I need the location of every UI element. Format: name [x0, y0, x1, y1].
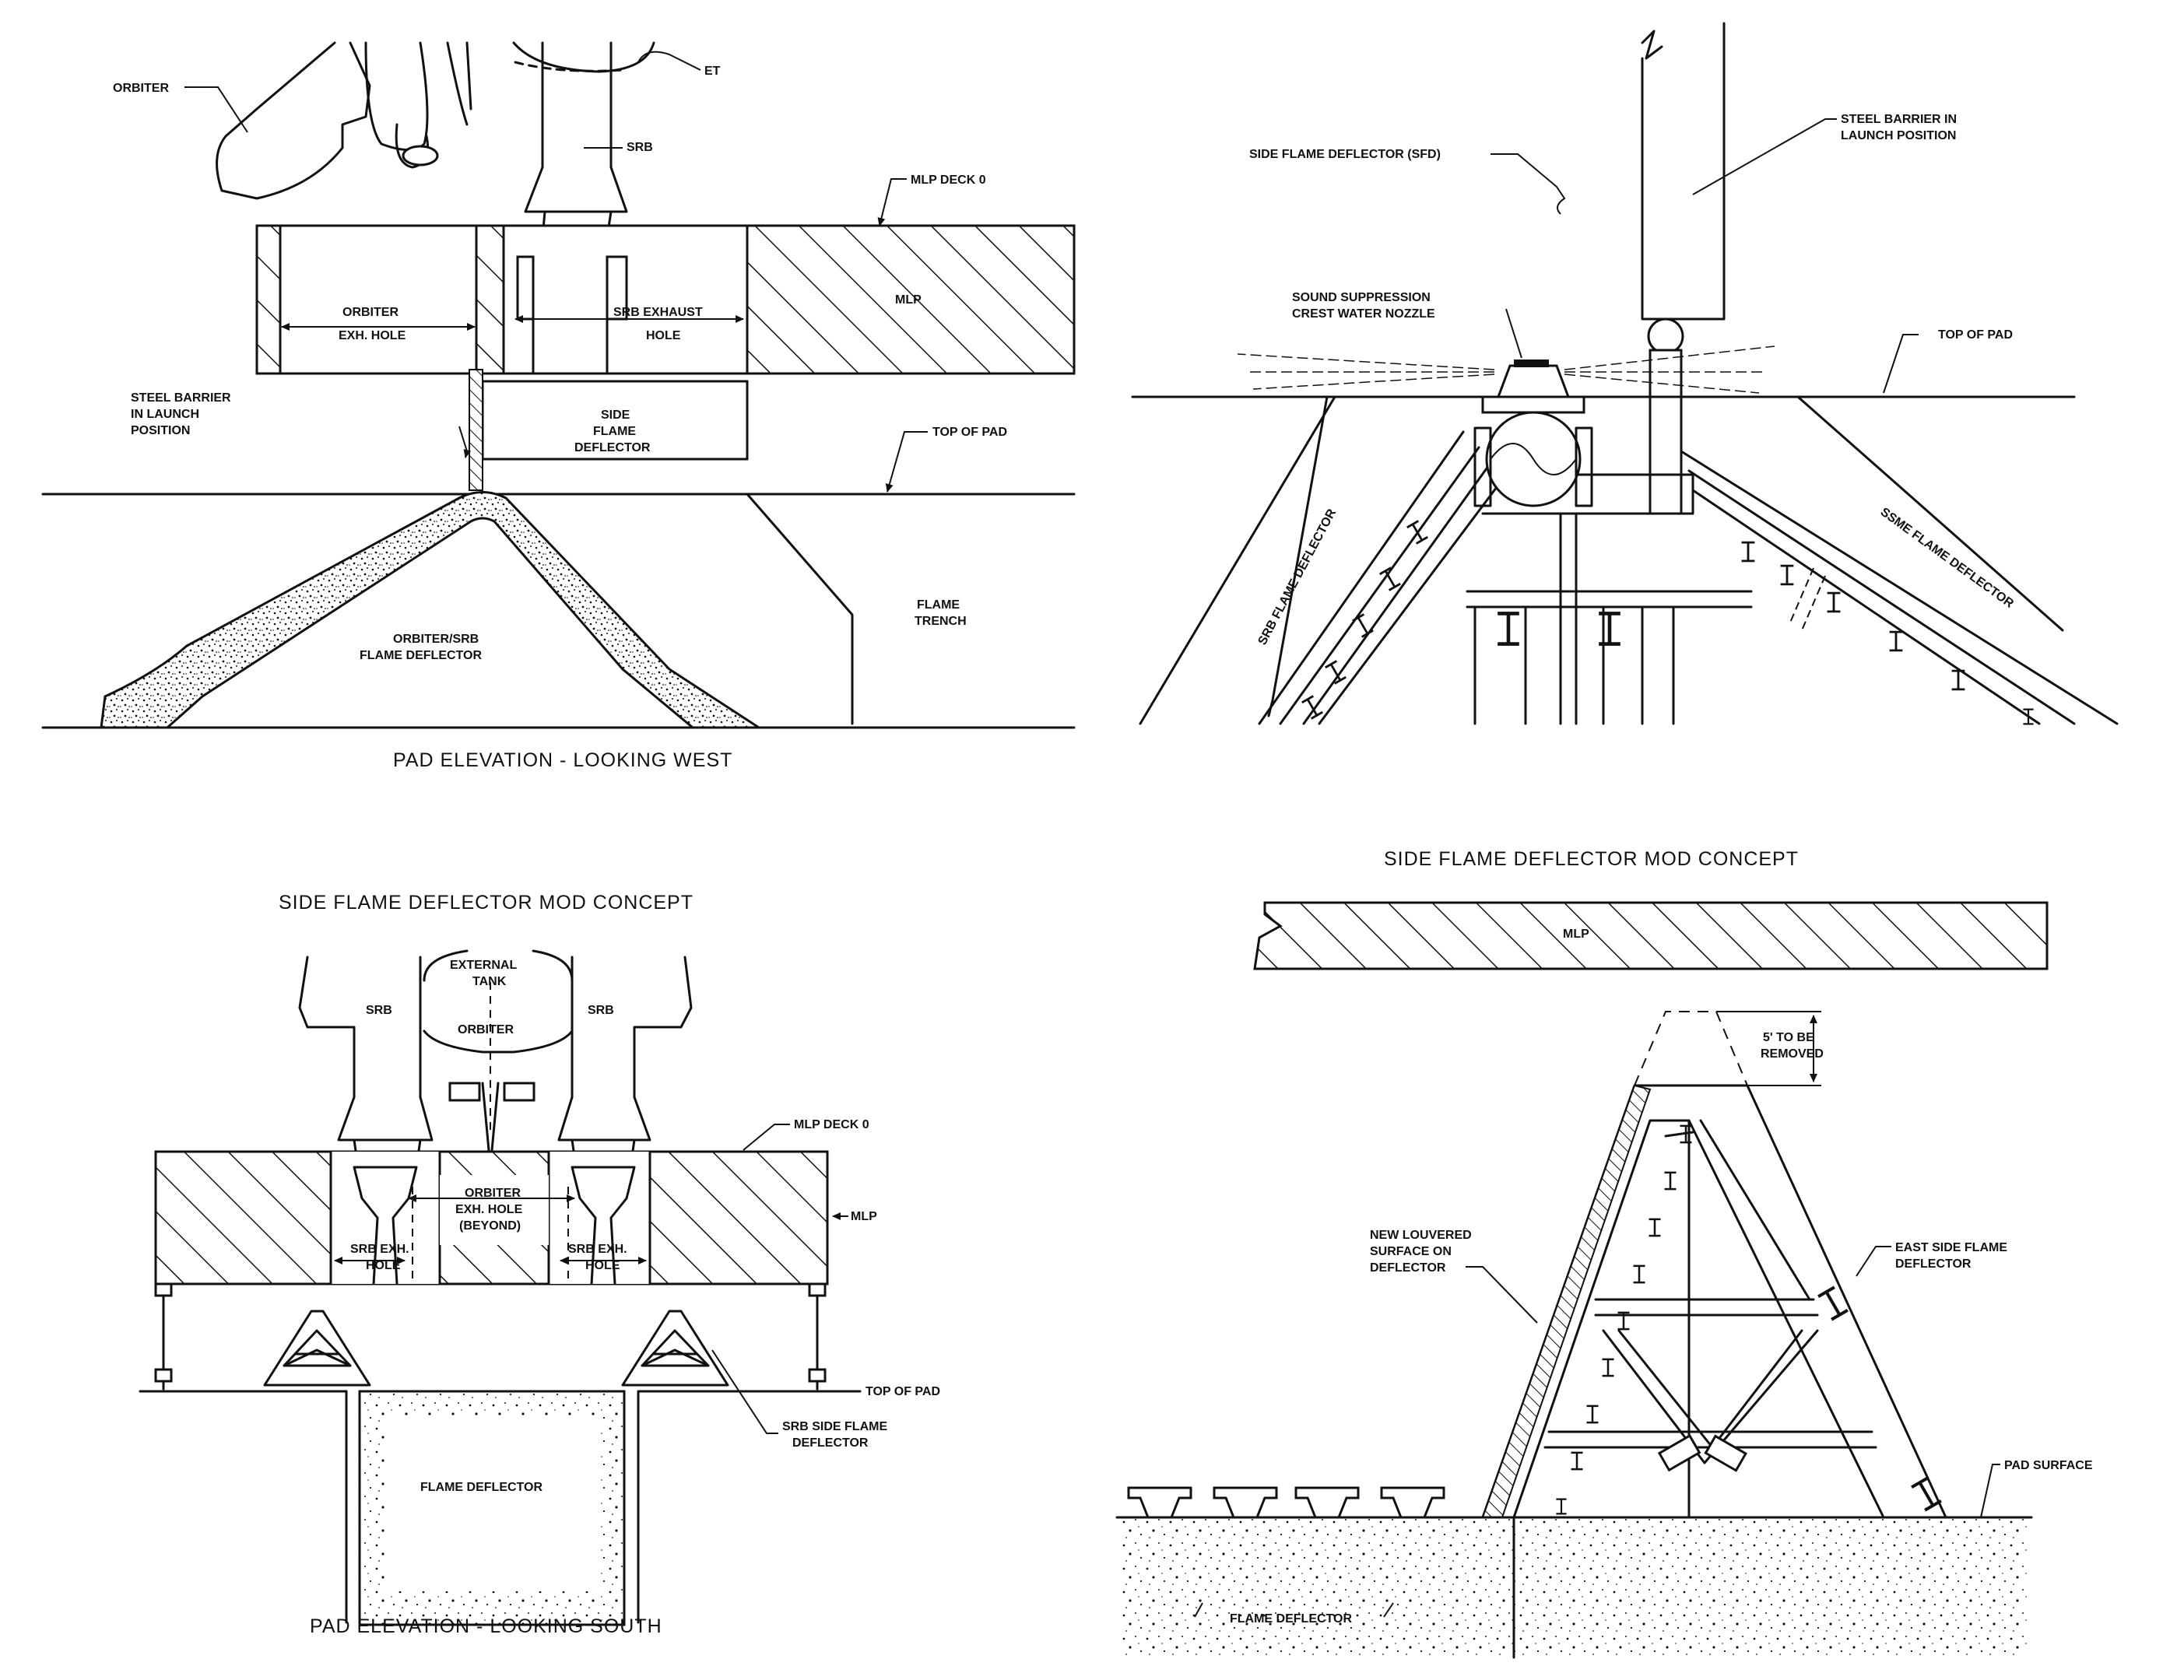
label-sound-suppression-1: SOUND SUPPRESSION — [1292, 291, 1431, 304]
label-mlp: MLP — [1563, 928, 1589, 941]
flame-deflector-louvers — [1127, 1486, 1445, 1519]
label-pad-surface: PAD SURFACE — [2004, 1459, 2093, 1472]
east-side-flame-deflector-labels: MLP 5' TO BE REMOVED NEW LOUVERED SURFAC… — [1230, 928, 2093, 1626]
label-orbiter-exh-3: (BEYOND) — [459, 1219, 521, 1233]
label-louvered-2: SURFACE ON — [1370, 1245, 1452, 1258]
label-ssme-flame-deflector: SSME FLAME DEFLECTOR — [1878, 505, 2017, 611]
side-flame-deflector-concept-drawing — [1131, 22, 2119, 725]
label-srb-exh-2: HOLE — [646, 329, 681, 342]
label-top-of-pad: TOP OF PAD — [1938, 328, 2013, 342]
srb-deflector-ibeams — [1301, 520, 1429, 720]
label-steel-barrier-1: STEEL BARRIER IN — [1841, 113, 1957, 126]
label-louvered-1: NEW LOUVERED — [1370, 1229, 1472, 1242]
label-steel-barrier-3: POSITION — [131, 424, 190, 437]
pad-elevation-west-labels: ORBITER ET SRB MLP DECK 0 MLP ORBITER EX… — [113, 65, 1007, 771]
east-side-flame-deflector-drawing — [1115, 901, 2049, 1659]
label-east-sfd-2: DEFLECTOR — [1895, 1257, 1972, 1271]
pad-elevation-south-drawing — [139, 949, 862, 1626]
label-steel-barrier-2: IN LAUNCH — [131, 408, 199, 421]
label-srb-exh-left-1: SRB EXH. — [350, 1243, 409, 1256]
caption-looking-south: PAD ELEVATION - LOOKING SOUTH — [310, 1615, 662, 1637]
label-flame-deflector: FLAME DEFLECTOR — [420, 1481, 542, 1494]
caption-sfd-mod-concept-top: SIDE FLAME DEFLECTOR MOD CONCEPT — [1384, 848, 1799, 870]
srb-side-deflector-left — [263, 1310, 371, 1387]
label-sfd-1: SIDE — [601, 409, 630, 422]
label-srb-left: SRB — [366, 1004, 392, 1017]
label-srb: SRB — [627, 141, 653, 154]
label-top-of-pad: TOP OF PAD — [866, 1385, 940, 1398]
label-srb-exh-1: SRB EXHAUST — [613, 306, 703, 319]
label-mlp: MLP — [895, 293, 922, 307]
label-srb-exh-left-2: HOLE — [366, 1259, 401, 1272]
label-east-sfd-1: EAST SIDE FLAME — [1895, 1241, 2007, 1254]
label-mlp-deck: MLP DECK 0 — [911, 174, 986, 187]
pad-elevation-south-labels: SIDE FLAME DEFLECTOR MOD CONCEPT EXTERNA… — [279, 892, 940, 1637]
label-os-deflector-2: FLAME DEFLECTOR — [360, 649, 482, 662]
label-sfd-2: FLAME — [593, 425, 636, 438]
label-external-tank-2: TANK — [472, 975, 507, 988]
label-orbiter: ORBITER — [113, 82, 169, 95]
label-orbiter-exh-2: EXH. HOLE — [339, 329, 406, 342]
label-flame-trench-1: FLAME — [917, 598, 960, 612]
label-et: ET — [704, 65, 721, 78]
label-mlp: MLP — [851, 1210, 877, 1223]
label-top-of-pad: TOP OF PAD — [932, 426, 1007, 439]
label-louvered-3: DEFLECTOR — [1370, 1261, 1446, 1275]
label-steel-barrier-2: LAUNCH POSITION — [1841, 129, 1956, 142]
label-mlp-deck: MLP DECK 0 — [794, 1118, 869, 1131]
label-sound-suppression-2: CREST WATER NOZZLE — [1292, 307, 1435, 321]
pad-elevation-west-drawing — [41, 41, 1076, 729]
label-flame-deflector: FLAME DEFLECTOR — [1230, 1612, 1352, 1626]
label-srb-sfd-2: DEFLECTOR — [792, 1436, 869, 1450]
caption-looking-west: PAD ELEVATION - LOOKING WEST — [393, 749, 732, 771]
heading-sfd-mod-concept: SIDE FLAME DEFLECTOR MOD CONCEPT — [279, 892, 693, 914]
label-sfd-3: DEFLECTOR — [574, 441, 651, 454]
label-srb-exh-right-2: HOLE — [585, 1259, 620, 1272]
label-remove-2: REMOVED — [1761, 1047, 1824, 1061]
label-external-tank-1: EXTERNAL — [450, 959, 517, 972]
side-flame-deflector-concept-labels: SIDE FLAME DEFLECTOR (SFD) STEEL BARRIER… — [1249, 113, 2016, 870]
label-orbiter-exh-1: ORBITER — [342, 306, 399, 319]
label-orbiter-exh-1: ORBITER — [465, 1187, 521, 1200]
label-srb-right: SRB — [588, 1004, 614, 1017]
water-spray — [1237, 345, 1775, 394]
label-steel-barrier-1: STEEL BARRIER — [131, 391, 231, 405]
label-os-deflector-1: ORBITER/SRB — [393, 633, 479, 646]
label-srb-sfd-1: SRB SIDE FLAME — [782, 1420, 887, 1433]
label-remove-1: 5' TO BE — [1763, 1031, 1814, 1044]
label-orbiter-exh-2: EXH. HOLE — [455, 1203, 523, 1216]
srb-side-deflector-right — [621, 1310, 729, 1387]
label-sfd: SIDE FLAME DEFLECTOR (SFD) — [1249, 148, 1441, 161]
label-orbiter: ORBITER — [458, 1023, 514, 1036]
ssme-deflector-ibeams — [1740, 541, 2035, 725]
label-srb-exh-right-1: SRB EXH. — [568, 1243, 627, 1256]
label-flame-trench-2: TRENCH — [915, 615, 967, 628]
